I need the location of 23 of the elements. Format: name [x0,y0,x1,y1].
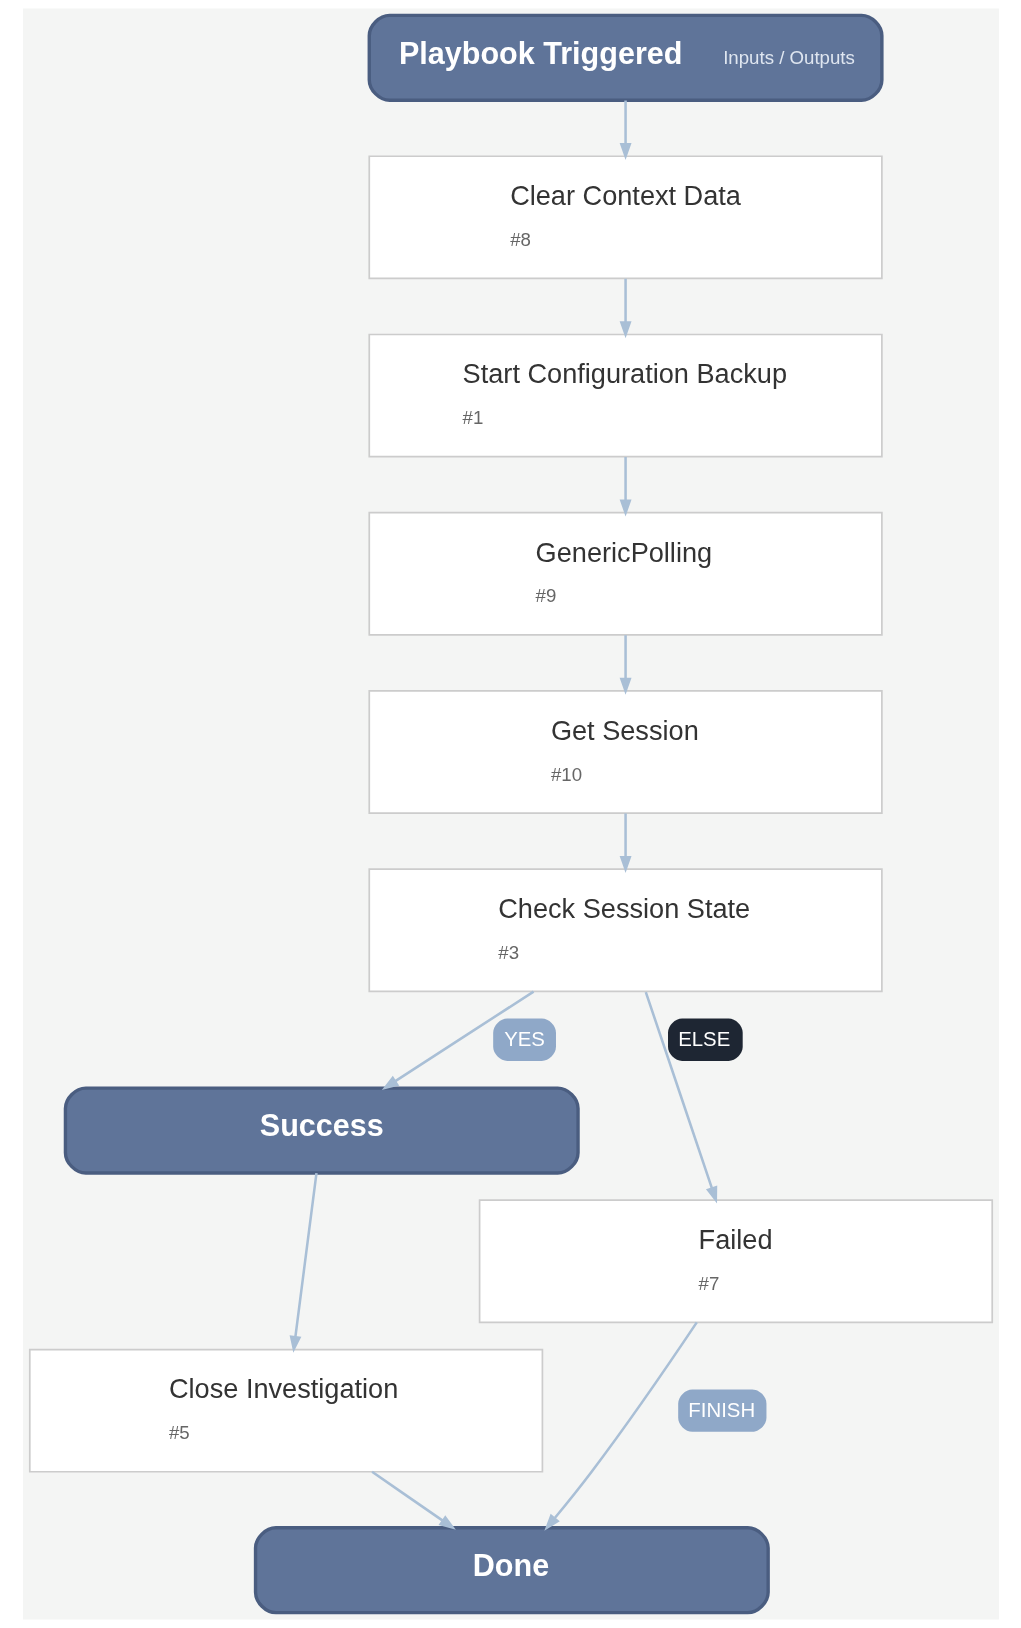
arrow [619,278,632,339]
edge-label: FINISH [687,1398,755,1421]
arrow [370,1470,456,1530]
arrow [289,1172,318,1353]
arrow [381,990,534,1090]
arrow [543,1321,698,1531]
node-box: Failed #7 [478,1199,993,1324]
node-box: Done [253,1526,770,1615]
arrow [644,991,717,1204]
edge-label: YES [503,1027,545,1050]
node-box: Check Session State #3 [367,868,883,993]
node-box: Close Investigation #5 [28,1348,543,1473]
node-box: Clear Context Data #8 [367,155,883,280]
arrow [619,813,632,874]
edge-label: ELSE [677,1027,730,1050]
node-box: Playbook Triggered Inputs / Outputs [367,13,884,102]
node-box: Get Session #10 [367,690,883,814]
node-box: GenericPolling #9 [367,511,883,636]
node-box: Success [63,1086,580,1175]
arrow [619,635,632,695]
node-box: Start Configuration Backup #1 [367,333,883,458]
arrow [619,456,632,517]
arrow [619,100,632,160]
